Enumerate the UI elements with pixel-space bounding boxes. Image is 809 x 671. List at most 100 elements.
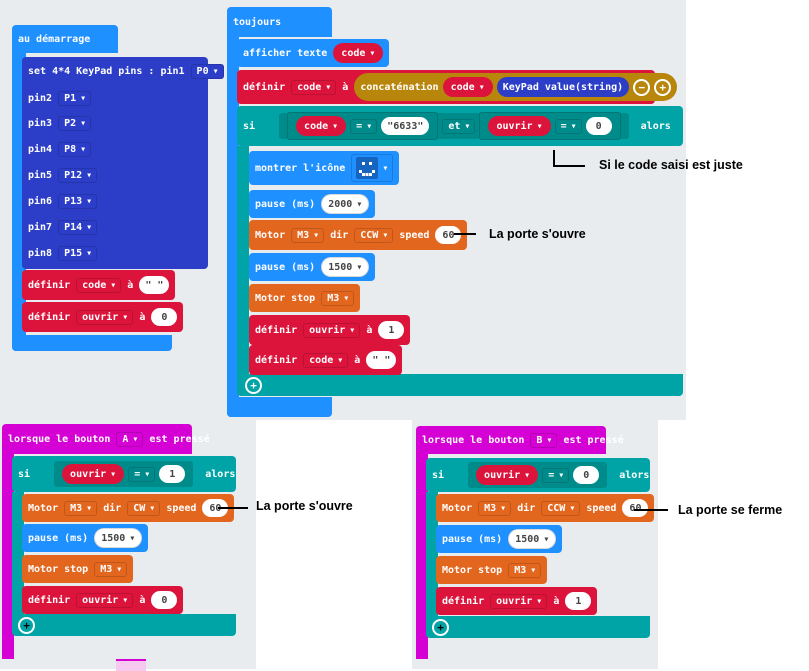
button-dropdown[interactable]: B [530,432,558,448]
ouvrir-var-dropdown[interactable]: ouvrir [76,309,134,325]
forever-hat[interactable]: toujours [227,7,332,37]
minus-icon[interactable]: − [633,78,651,96]
set-code-join-block[interactable]: définir code à concaténation code KeyPad… [237,70,678,104]
code-var-dropdown[interactable]: code [303,352,349,368]
if-block-footer[interactable]: + [12,614,236,636]
dir-dropdown[interactable]: CW [127,500,161,516]
motor-dropdown[interactable]: M3 [478,500,512,516]
number-field[interactable]: 1 [565,592,592,610]
keypad-pin1-row[interactable]: set 4*4 KeyPad pins : pin1 P0 [22,59,230,83]
button-b-hat[interactable]: lorsque le bouton B est pressé [416,426,624,454]
add-branch-icon[interactable]: + [432,619,449,636]
compare-block[interactable]: ouvrir = 0 [468,462,608,488]
pin5-dropdown[interactable]: P12 [58,167,98,183]
show-text-block[interactable]: afficher texte code [237,39,390,67]
set-code-empty-block[interactable]: définir code à " " [249,345,403,375]
show-icon-block[interactable]: montrer l'icône [249,151,400,185]
pin6-dropdown[interactable]: P13 [58,193,98,209]
compare-block-1[interactable]: code = "6633" [287,112,439,140]
icon-picker-dropdown[interactable] [351,154,394,182]
if-block-header[interactable]: si ouvrir = 0 alors [426,458,650,492]
pin7-dropdown[interactable]: P14 [58,219,98,235]
set-code-block[interactable]: définir code à " " [22,270,176,300]
motor-ccw-block[interactable]: Motor M3 dir CCW speed 60 [436,494,655,522]
dir-dropdown[interactable]: CCW [541,500,581,516]
code-variable[interactable]: code [442,77,493,97]
pause-2000-block[interactable]: pause (ms) 2000 [249,190,376,218]
speed-field[interactable]: 60 [622,499,649,517]
add-branch-icon[interactable]: + [245,377,262,394]
pin1-dropdown[interactable]: P0 [190,63,224,79]
motor-dropdown[interactable]: M3 [321,290,355,306]
empty-string-field[interactable]: " " [139,276,170,294]
button-a-hat[interactable]: lorsque le bouton A est pressé [2,424,210,454]
operator-dropdown[interactable]: = [542,467,570,483]
operator-dropdown[interactable]: = [350,118,378,134]
number-field[interactable]: 0 [585,117,612,135]
join-block[interactable]: concaténation code KeyPad value(string) … [354,73,678,101]
and-dropdown[interactable]: et [442,118,476,134]
motor-dropdown[interactable]: M3 [508,562,542,578]
if-block-header[interactable]: si ouvrir = 1 alors [12,456,236,492]
motor-dropdown[interactable]: M3 [94,561,128,577]
ouvrir-variable[interactable]: ouvrir [476,465,539,485]
if-block-footer[interactable]: + [426,616,650,638]
pause-value-dropdown[interactable]: 2000 [321,194,370,214]
pin3-dropdown[interactable]: P2 [58,115,92,131]
pause-block[interactable]: pause (ms) 1500 [436,525,563,553]
number-field[interactable]: 1 [378,321,405,339]
pause-value-dropdown[interactable]: 1500 [508,529,557,549]
number-field[interactable]: 1 [159,465,186,483]
pin4-dropdown[interactable]: P8 [58,141,92,157]
keypad-setup-block[interactable] [22,57,208,269]
set-ouvrir-block[interactable]: définir ouvrir à 0 [22,302,184,332]
on-start-hat[interactable]: au démarrage [12,25,118,53]
if-block-footer[interactable]: + [237,374,683,396]
add-branch-icon[interactable]: + [18,617,35,634]
number-field[interactable]: 0 [151,308,178,326]
code-value-field[interactable]: "6633" [381,117,430,135]
motor-ccw-block[interactable]: Motor M3 dir CCW speed 60 [249,220,468,250]
set-ouvrir-1-block[interactable]: définir ouvrir à 1 [249,315,411,345]
set-ouvrir-block[interactable]: définir ouvrir à 1 [436,587,598,615]
pause-value-dropdown[interactable]: 1500 [94,528,143,548]
operator-dropdown[interactable]: = [128,466,156,482]
number-field[interactable]: 0 [151,591,178,609]
code-variable[interactable]: code [296,116,347,136]
motor-dropdown[interactable]: M3 [64,500,98,516]
compare-block-2[interactable]: ouvrir = 0 [479,112,621,140]
ouvrir-variable[interactable]: ouvrir [488,116,551,136]
dir-dropdown[interactable]: CCW [354,227,394,243]
and-block[interactable]: code = "6633" et ouvrir = 0 [279,112,629,140]
compare-block[interactable]: ouvrir = 1 [54,461,194,487]
ouvrir-var-dropdown[interactable]: ouvrir [303,322,361,338]
operator-dropdown[interactable]: = [554,118,582,134]
motor-label: Motor [442,502,473,514]
ouvrir-variable[interactable]: ouvrir [62,464,125,484]
set-ouvrir-block[interactable]: définir ouvrir à 0 [22,586,184,614]
ouvrir-var-dropdown[interactable]: ouvrir [76,592,134,608]
join-label: concaténation [360,81,439,93]
motor-stop-block[interactable]: Motor stop M3 [22,555,134,583]
button-dropdown[interactable]: A [116,431,144,447]
pin2-dropdown[interactable]: P1 [58,90,92,106]
motor-stop-block[interactable]: Motor stop M3 [249,284,361,312]
code-var-dropdown[interactable]: code [76,277,122,293]
pin8-dropdown[interactable]: P15 [58,245,98,261]
pause-value-dropdown[interactable]: 1500 [321,257,370,277]
motor-dropdown[interactable]: M3 [291,227,325,243]
code-var-dropdown[interactable]: code [291,79,337,95]
code-variable[interactable]: code [333,43,384,63]
pause-1500-block[interactable]: pause (ms) 1500 [249,253,376,281]
speed-field[interactable]: 60 [202,499,229,517]
if-block-header[interactable]: si code = "6633" et ouvrir = 0 alors [237,106,683,146]
keypad-value-reporter[interactable]: KeyPad value(string) [496,77,630,97]
plus-icon[interactable]: + [654,78,672,96]
motor-stop-block[interactable]: Motor stop M3 [436,556,548,584]
pause-block[interactable]: pause (ms) 1500 [22,524,149,552]
motor-cw-block[interactable]: Motor M3 dir CW speed 60 [22,494,235,522]
ouvrir-var-dropdown[interactable]: ouvrir [490,593,548,609]
number-field[interactable]: 0 [573,466,600,484]
speed-field[interactable]: 60 [435,226,462,244]
empty-string-field[interactable]: " " [366,351,397,369]
